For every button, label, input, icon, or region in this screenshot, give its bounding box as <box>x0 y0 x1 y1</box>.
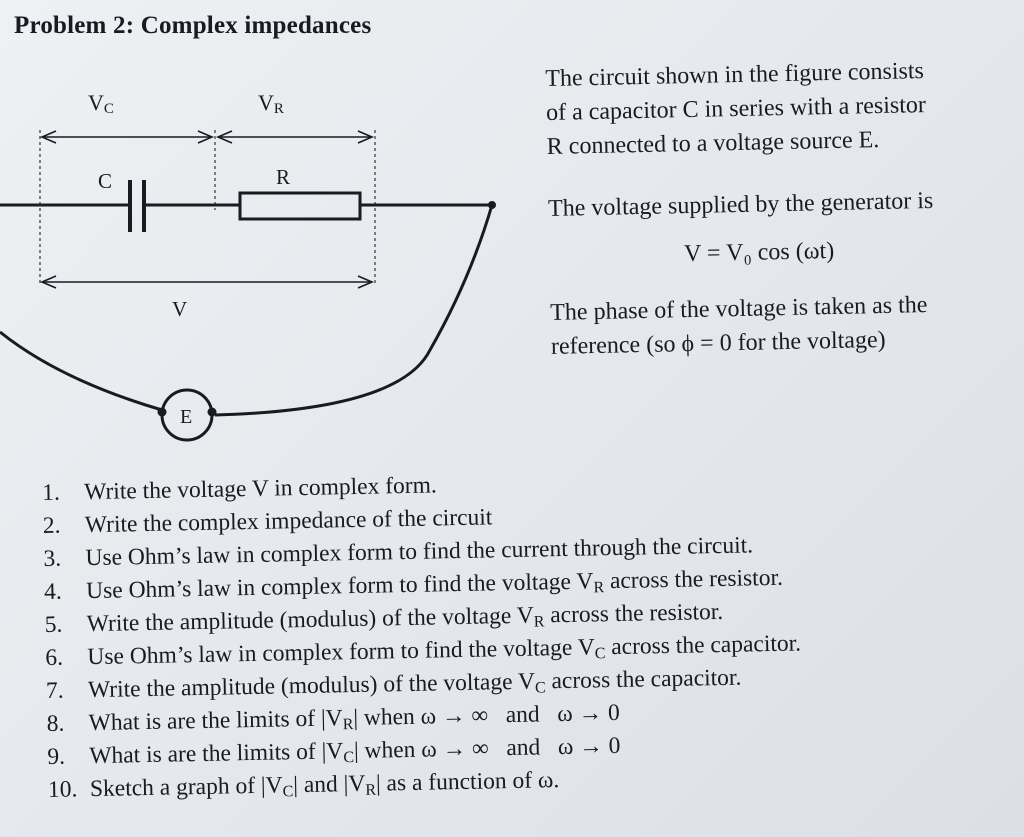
label-vr: VR <box>258 90 284 117</box>
terminal-dot <box>488 201 496 209</box>
dashed-guides <box>39 130 376 285</box>
v-arrow <box>39 275 375 289</box>
question-list: 1.Write the voltage V in complex form. 2… <box>42 462 1008 810</box>
label-r: R <box>276 165 290 189</box>
capacitor-symbol <box>128 180 146 232</box>
label-vc: VC <box>88 90 114 117</box>
label-v: V <box>172 297 187 321</box>
problem-description: The circuit shown in the figure consists… <box>545 52 1021 364</box>
circuit-diagram: VC VR C R V E <box>0 90 496 442</box>
problem-title: Problem 2: Complex impedances <box>14 12 372 39</box>
label-c: C <box>98 169 112 193</box>
circuit-wires <box>0 203 494 417</box>
label-e: E <box>180 406 192 428</box>
voltage-equation: V = V₀ cos (ωt) <box>683 237 835 268</box>
vc-arrow <box>39 130 215 144</box>
voltage-source <box>157 388 217 442</box>
resistor-symbol <box>238 191 362 221</box>
vr-arrow <box>215 130 375 144</box>
